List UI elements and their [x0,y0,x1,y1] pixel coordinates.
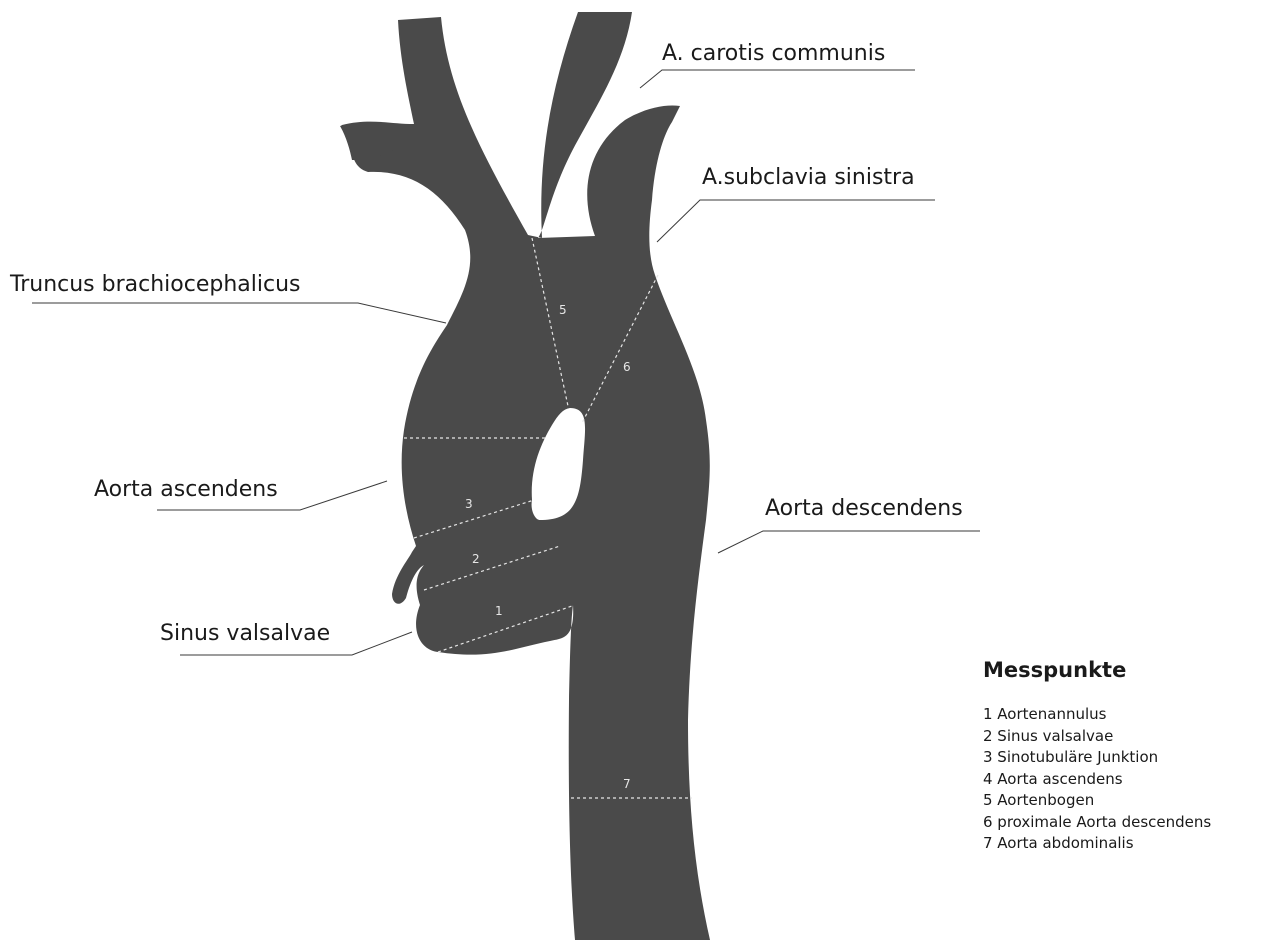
legend: Messpunkte 1 Aortenannulus 2 Sinus valsa… [983,656,1273,855]
leader-aorta-descendens [718,531,980,553]
leader-carotis [640,70,915,88]
measure-number-1: 1 [495,604,503,618]
legend-list: 1 Aortenannulus 2 Sinus valsalvae 3 Sino… [983,704,1273,855]
label-carotis: A. carotis communis [662,41,885,66]
measure-number-3: 3 [465,497,473,511]
label-aorta-descendens: Aorta descendens [765,496,963,521]
measure-number-6: 6 [623,360,631,374]
label-truncus: Truncus brachiocephalicus [9,272,300,297]
legend-item: 3 Sinotubuläre Junktion [983,747,1273,769]
legend-item: 7 Aorta abdominalis [983,833,1273,855]
aorta-body [341,12,710,940]
legend-item: 4 Aorta ascendens [983,769,1273,791]
label-sinus: Sinus valsalvae [160,621,330,646]
legend-item: 2 Sinus valsalvae [983,726,1273,748]
measure-number-7: 7 [623,777,631,791]
leader-subclavia [657,200,935,242]
legend-item: 6 proximale Aorta descendens [983,812,1273,834]
legend-title: Messpunkte [983,656,1273,684]
label-aorta-ascendens: Aorta ascendens [94,477,278,502]
leader-truncus [32,303,446,323]
label-subclavia: A.subclavia sinistra [702,165,915,190]
measure-number-2: 2 [472,552,480,566]
measure-number-5: 5 [559,303,567,317]
legend-item: 5 Aortenbogen [983,790,1273,812]
legend-item: 1 Aortenannulus [983,704,1273,726]
